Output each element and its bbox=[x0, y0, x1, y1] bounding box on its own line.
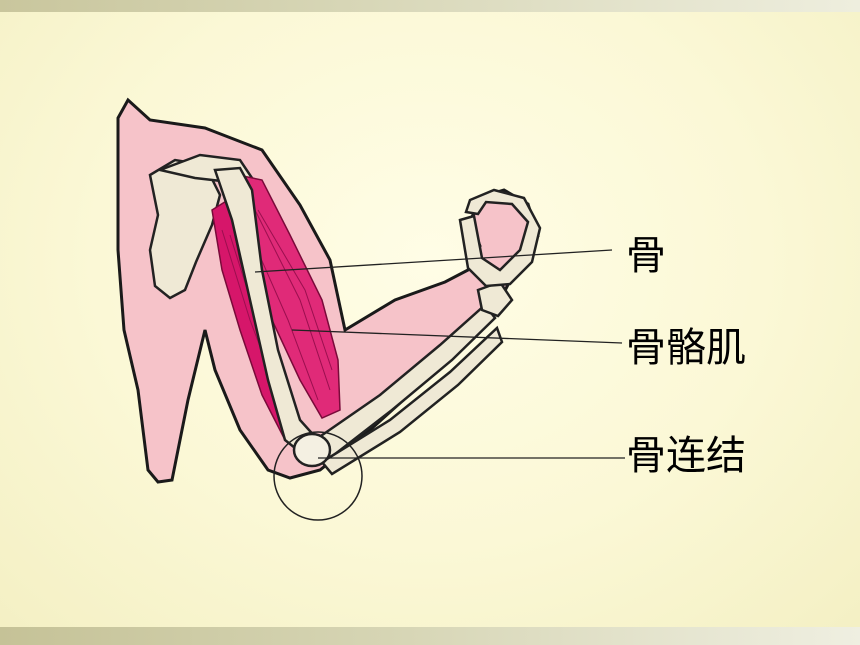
ulna-bone bbox=[320, 325, 504, 476]
skeletal-muscle-leader-line bbox=[291, 329, 623, 344]
label-joint: 骨连结 bbox=[626, 433, 746, 479]
finger-bones bbox=[458, 188, 542, 288]
bone-leader-line bbox=[254, 249, 613, 273]
top-border-bar bbox=[0, 0, 860, 12]
radius-bone bbox=[313, 303, 497, 460]
label-skeletal-muscle: 骨骼肌 bbox=[626, 325, 746, 371]
elbow-highlight-circle bbox=[273, 431, 363, 521]
elbow-joint bbox=[292, 432, 332, 468]
label-bone: 骨 bbox=[626, 233, 666, 279]
bottom-border-bar bbox=[0, 627, 860, 645]
